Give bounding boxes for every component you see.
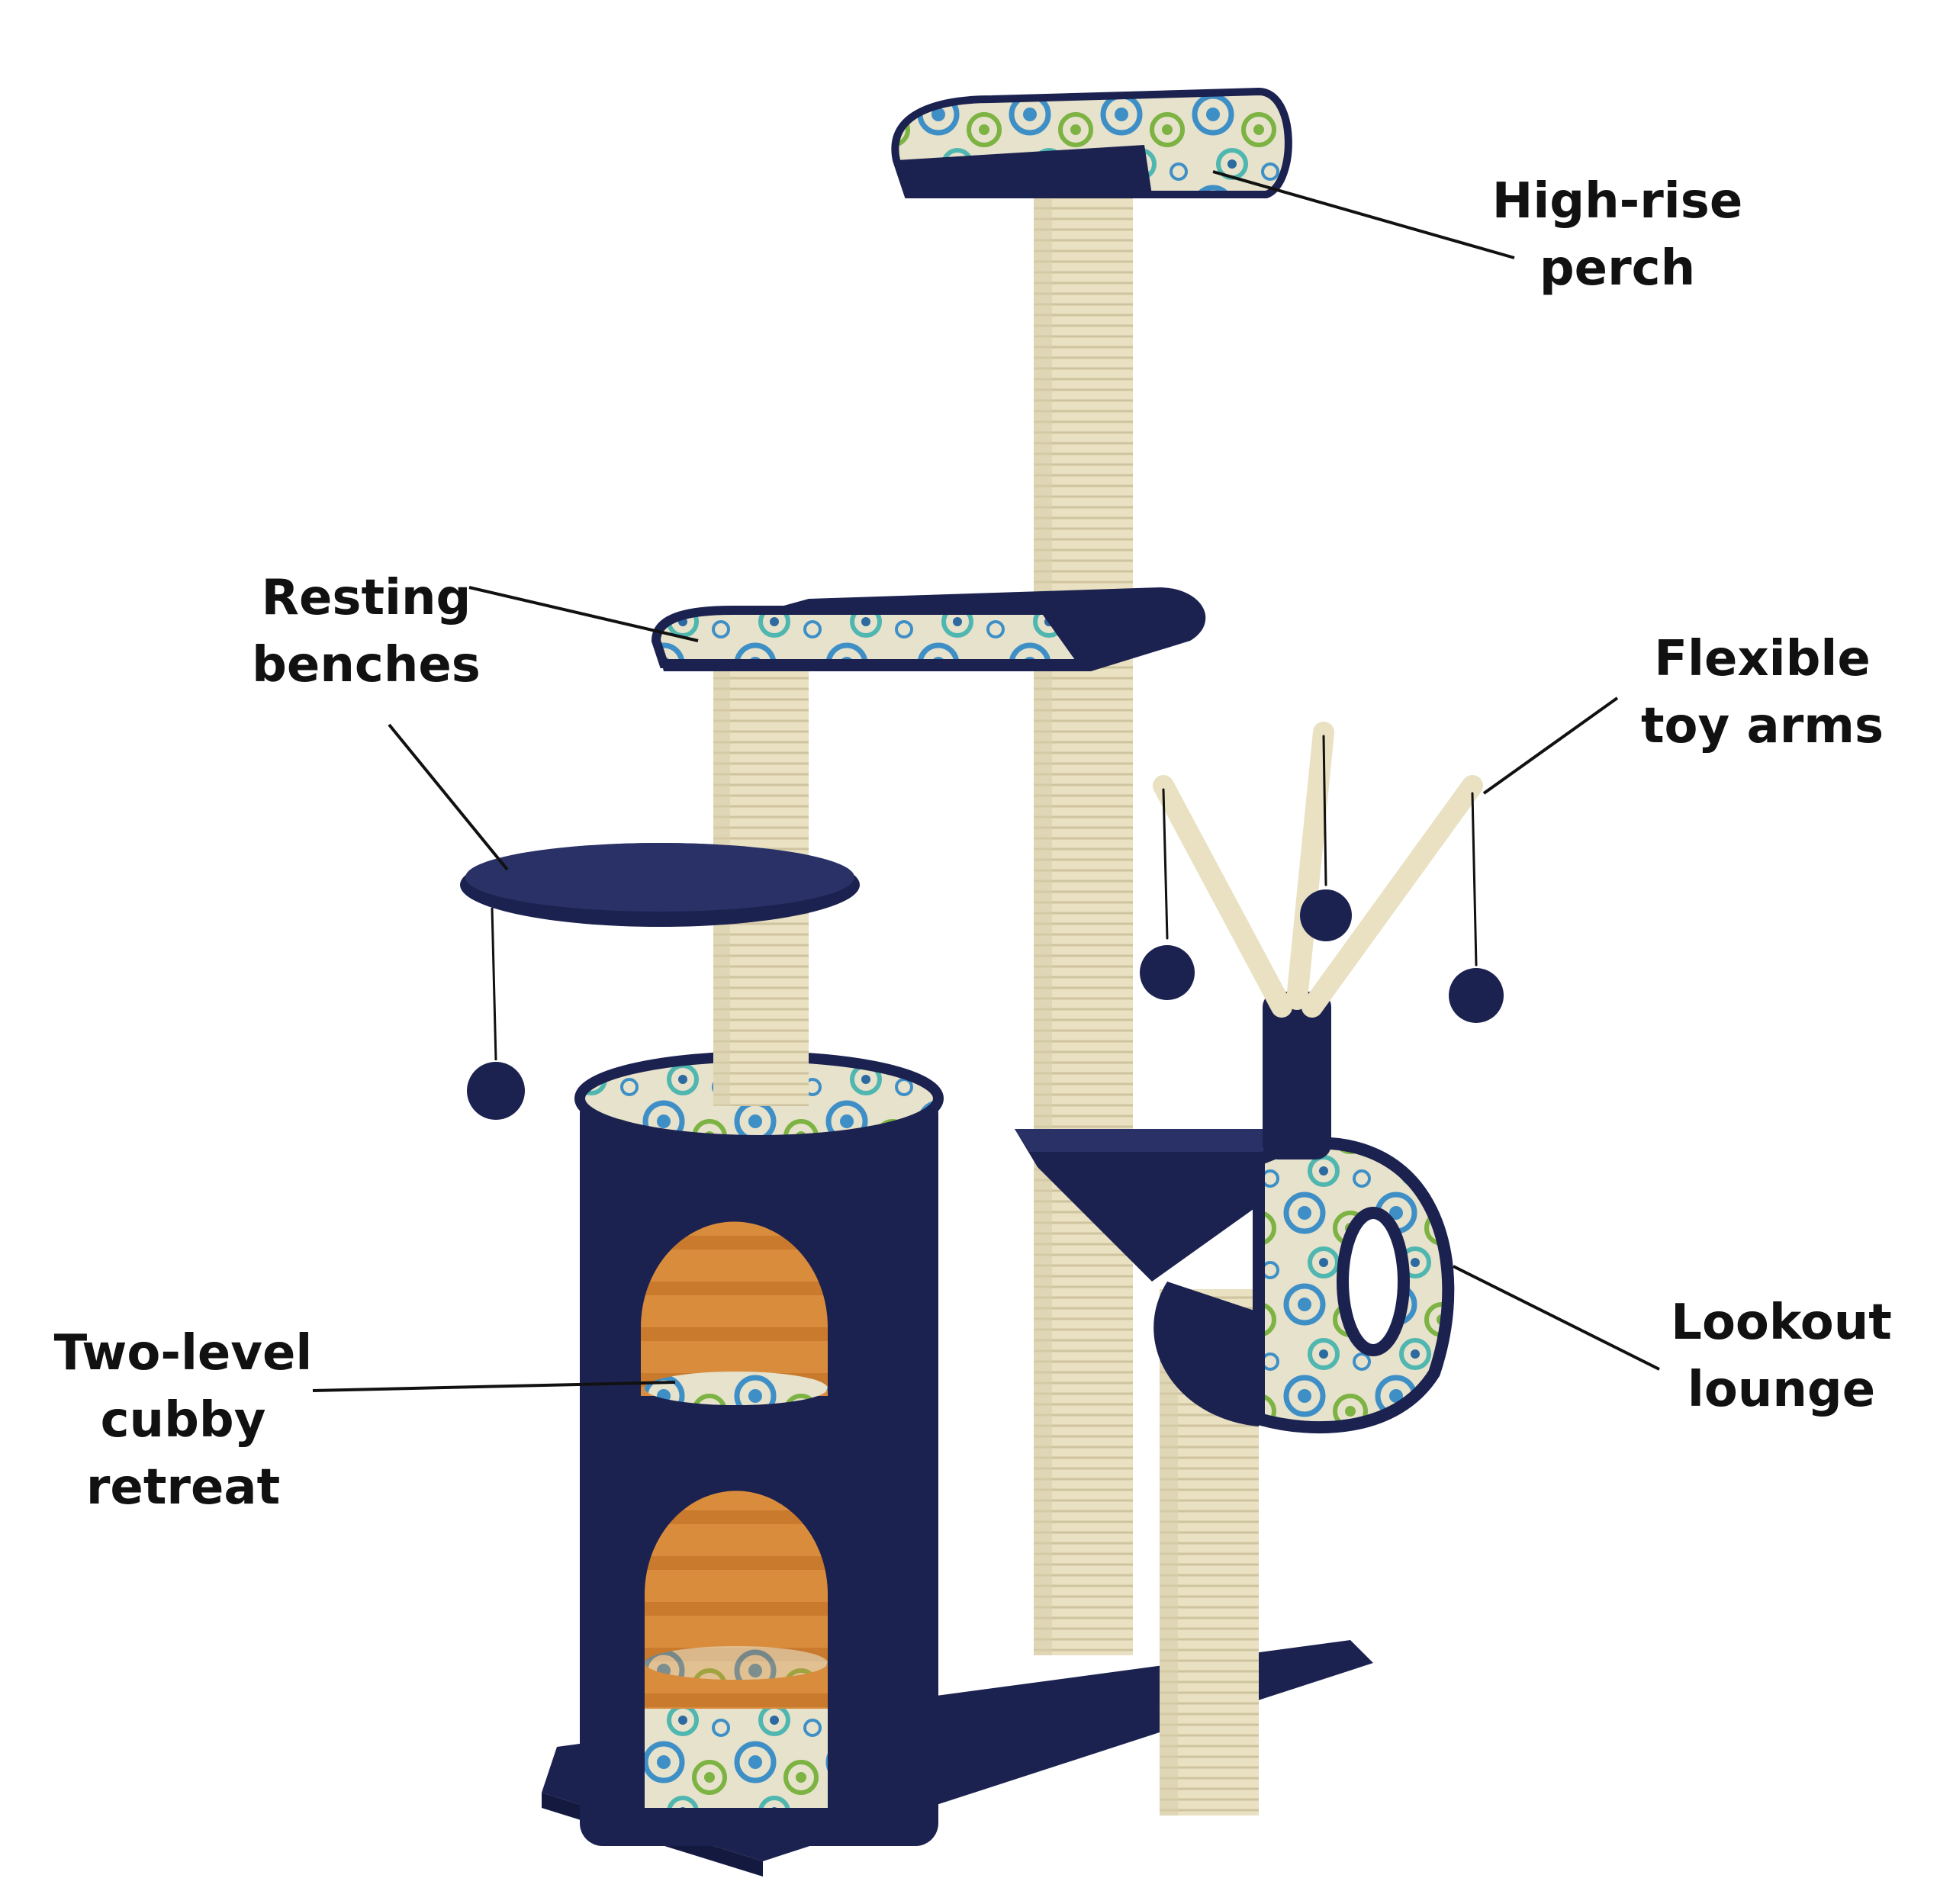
leader-line-lounge (1453, 1265, 1660, 1371)
callout-line: Lookout (1671, 1295, 1892, 1351)
callout-line: toy arms (1640, 698, 1884, 754)
callout-line: Resting (261, 570, 471, 626)
callout-line: perch (1539, 240, 1696, 297)
lookout-platform (1015, 1129, 1312, 1282)
callout-line: Two-level (53, 1325, 313, 1381)
leader-line-toy-arms (1482, 696, 1619, 795)
callout-line: benches (252, 637, 481, 693)
callout-high-rise-perch: High-rise perch (1480, 168, 1755, 302)
flexible-toy-arms (1140, 722, 1504, 1023)
lower-round-bench (460, 843, 860, 1120)
callout-line: retreat (85, 1459, 281, 1516)
leader-lines (312, 170, 1660, 1392)
callout-resting-benches: Resting benches (229, 564, 504, 699)
top-perch (891, 87, 1292, 198)
callout-lookout-lounge: Lookout lounge (1655, 1289, 1907, 1423)
callout-line: lounge (1687, 1362, 1876, 1418)
lookout-lounge-tunnel (1153, 1137, 1455, 1434)
tall-sisal-post (1034, 191, 1133, 1655)
callout-line: cubby (100, 1392, 266, 1449)
callout-line: High-rise (1491, 173, 1743, 230)
callout-flexible-toy-arms: Flexible toy arms (1617, 626, 1907, 760)
callout-cubby-retreat: Two-level cubby retreat (46, 1320, 320, 1521)
leader-line-perch (1212, 170, 1515, 259)
leader-line-upper-bench (468, 586, 699, 642)
toy-arm-hub (1263, 992, 1331, 1159)
cubby-cylinder (574, 1051, 944, 1846)
callout-line: Flexible (1654, 631, 1871, 687)
leader-line-lower-bench (388, 723, 509, 871)
leader-line-cubby (312, 1381, 676, 1392)
upper-bench (651, 587, 1206, 671)
